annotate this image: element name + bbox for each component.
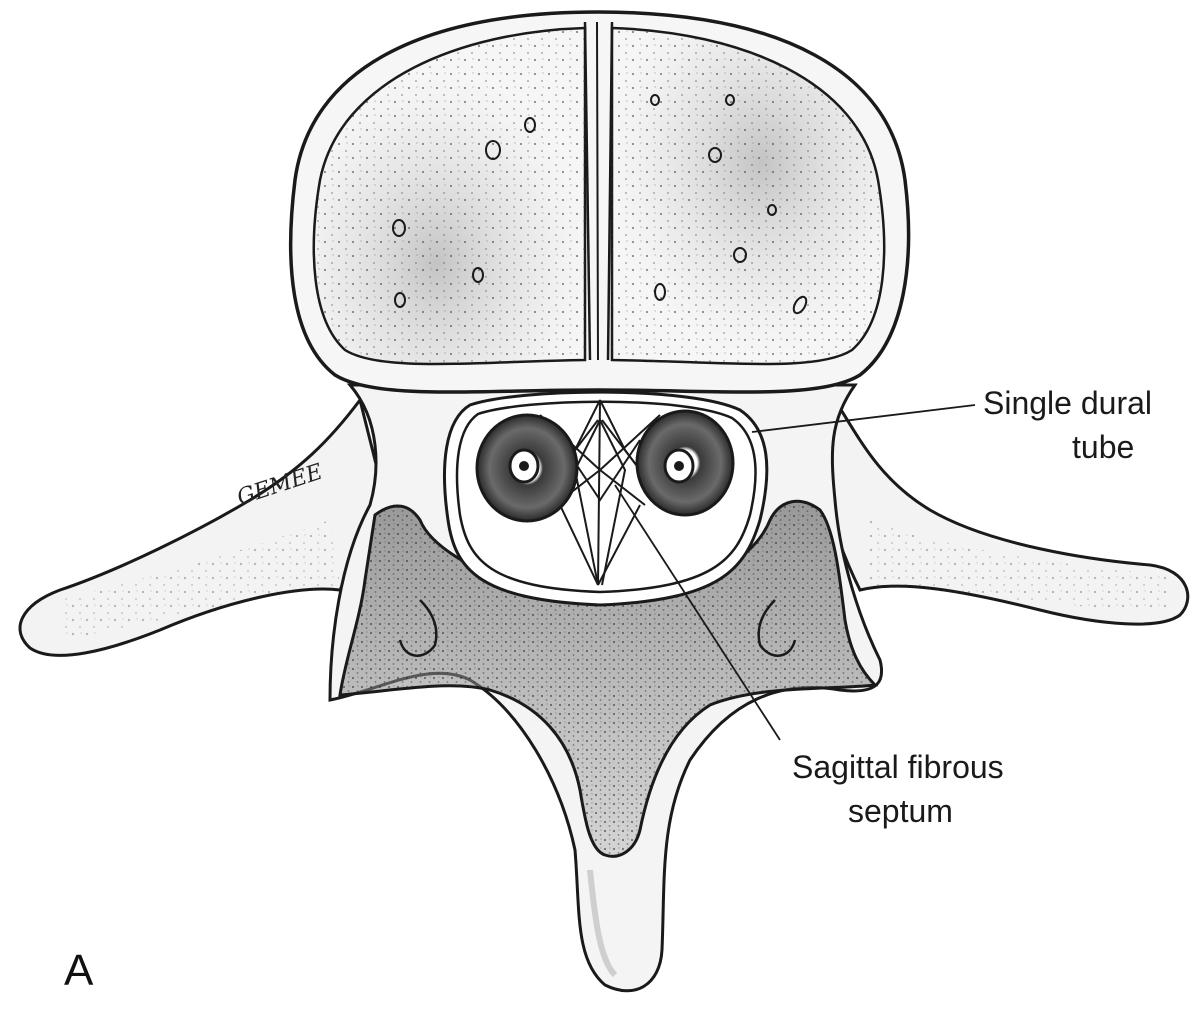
left-hemicord xyxy=(477,415,577,521)
label-single-dural-line2: tube xyxy=(1072,429,1134,465)
right-hemicord xyxy=(637,411,733,515)
vertebral-body xyxy=(291,12,909,392)
label-single-dural-line1: Single dural xyxy=(983,385,1152,421)
spinal-canal xyxy=(444,392,766,605)
panel-letter: A xyxy=(64,946,94,995)
label-sagittal-fibrous-line2: septum xyxy=(848,793,953,829)
label-sagittal-fibrous-line1: Sagittal fibrous xyxy=(792,749,1004,785)
